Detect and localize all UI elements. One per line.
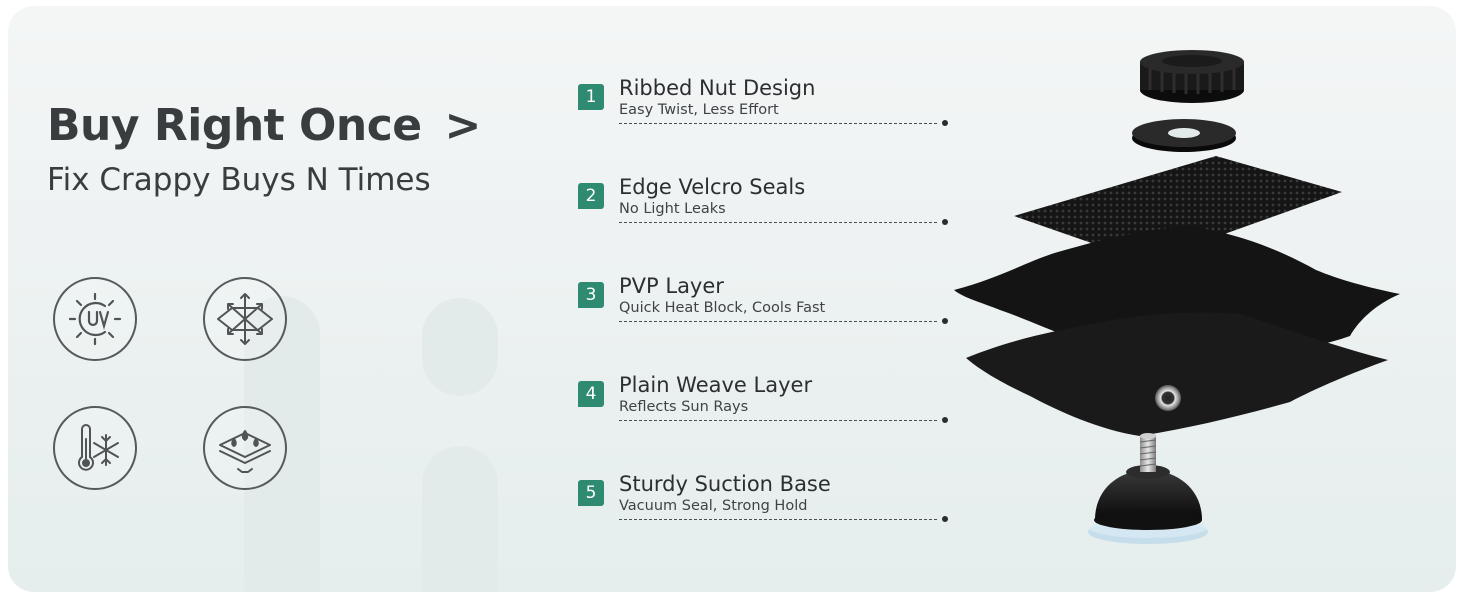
plain-weave-layer — [966, 312, 1388, 436]
feature-title: Plain Weave Layer — [619, 373, 813, 397]
feature-number-badge: 4 — [578, 381, 604, 407]
washer — [1132, 119, 1236, 152]
watermark-bar-right — [422, 298, 498, 396]
leader-dot — [942, 417, 948, 423]
suction-base — [1088, 433, 1208, 544]
feature-number-badge: 1 — [578, 84, 604, 110]
pvp-layer — [954, 226, 1400, 364]
feature-title: Ribbed Nut Design — [619, 76, 816, 100]
feature-item-3: 3 PVP Layer Quick Heat Block, Cools Fast — [578, 274, 948, 334]
feature-subtitle: Quick Heat Block, Cools Fast — [619, 300, 826, 316]
chevron-right-icon: > — [444, 100, 481, 151]
page-title: Buy Right Once > — [47, 100, 481, 151]
feature-item-5: 5 Sturdy Suction Base Vacuum Seal, Stron… — [578, 472, 948, 532]
leader-line — [619, 123, 937, 124]
product-exploded-view — [954, 50, 1400, 544]
ribbed-nut — [1140, 50, 1244, 103]
leader-line — [619, 222, 937, 223]
feature-number-badge: 3 — [578, 282, 604, 308]
waterproof-layers-icon — [203, 406, 287, 490]
feature-number-badge: 5 — [578, 480, 604, 506]
feature-subtitle: No Light Leaks — [619, 201, 726, 217]
feature-item-2: 2 Edge Velcro Seals No Light Leaks — [578, 175, 948, 235]
feature-title: Sturdy Suction Base — [619, 472, 831, 496]
feature-item-4: 4 Plain Weave Layer Reflects Sun Rays — [578, 373, 948, 433]
leader-dot — [942, 516, 948, 522]
feature-subtitle: Vacuum Seal, Strong Hold — [619, 498, 808, 514]
feature-title: PVP Layer — [619, 274, 724, 298]
leader-dot — [942, 219, 948, 225]
uv-protection-icon — [53, 277, 137, 361]
feature-number-badge: 2 — [578, 183, 604, 209]
velcro-layer — [1014, 156, 1342, 262]
title-text: Buy Right Once — [47, 100, 422, 151]
feature-item-1: 1 Ribbed Nut Design Easy Twist, Less Eff… — [578, 76, 948, 136]
feature-subtitle: Easy Twist, Less Effort — [619, 102, 779, 118]
page-subtitle: Fix Crappy Buys N Times — [47, 162, 431, 198]
breathable-airflow-icon — [203, 277, 287, 361]
leader-line — [619, 420, 937, 421]
leader-line — [619, 519, 937, 520]
leader-dot — [942, 318, 948, 324]
leader-line — [619, 321, 937, 322]
temperature-cooling-icon — [53, 406, 137, 490]
watermark-bar-bottom — [422, 446, 498, 592]
feature-subtitle: Reflects Sun Rays — [619, 399, 749, 415]
feature-title: Edge Velcro Seals — [619, 175, 806, 199]
leader-dot — [942, 120, 948, 126]
